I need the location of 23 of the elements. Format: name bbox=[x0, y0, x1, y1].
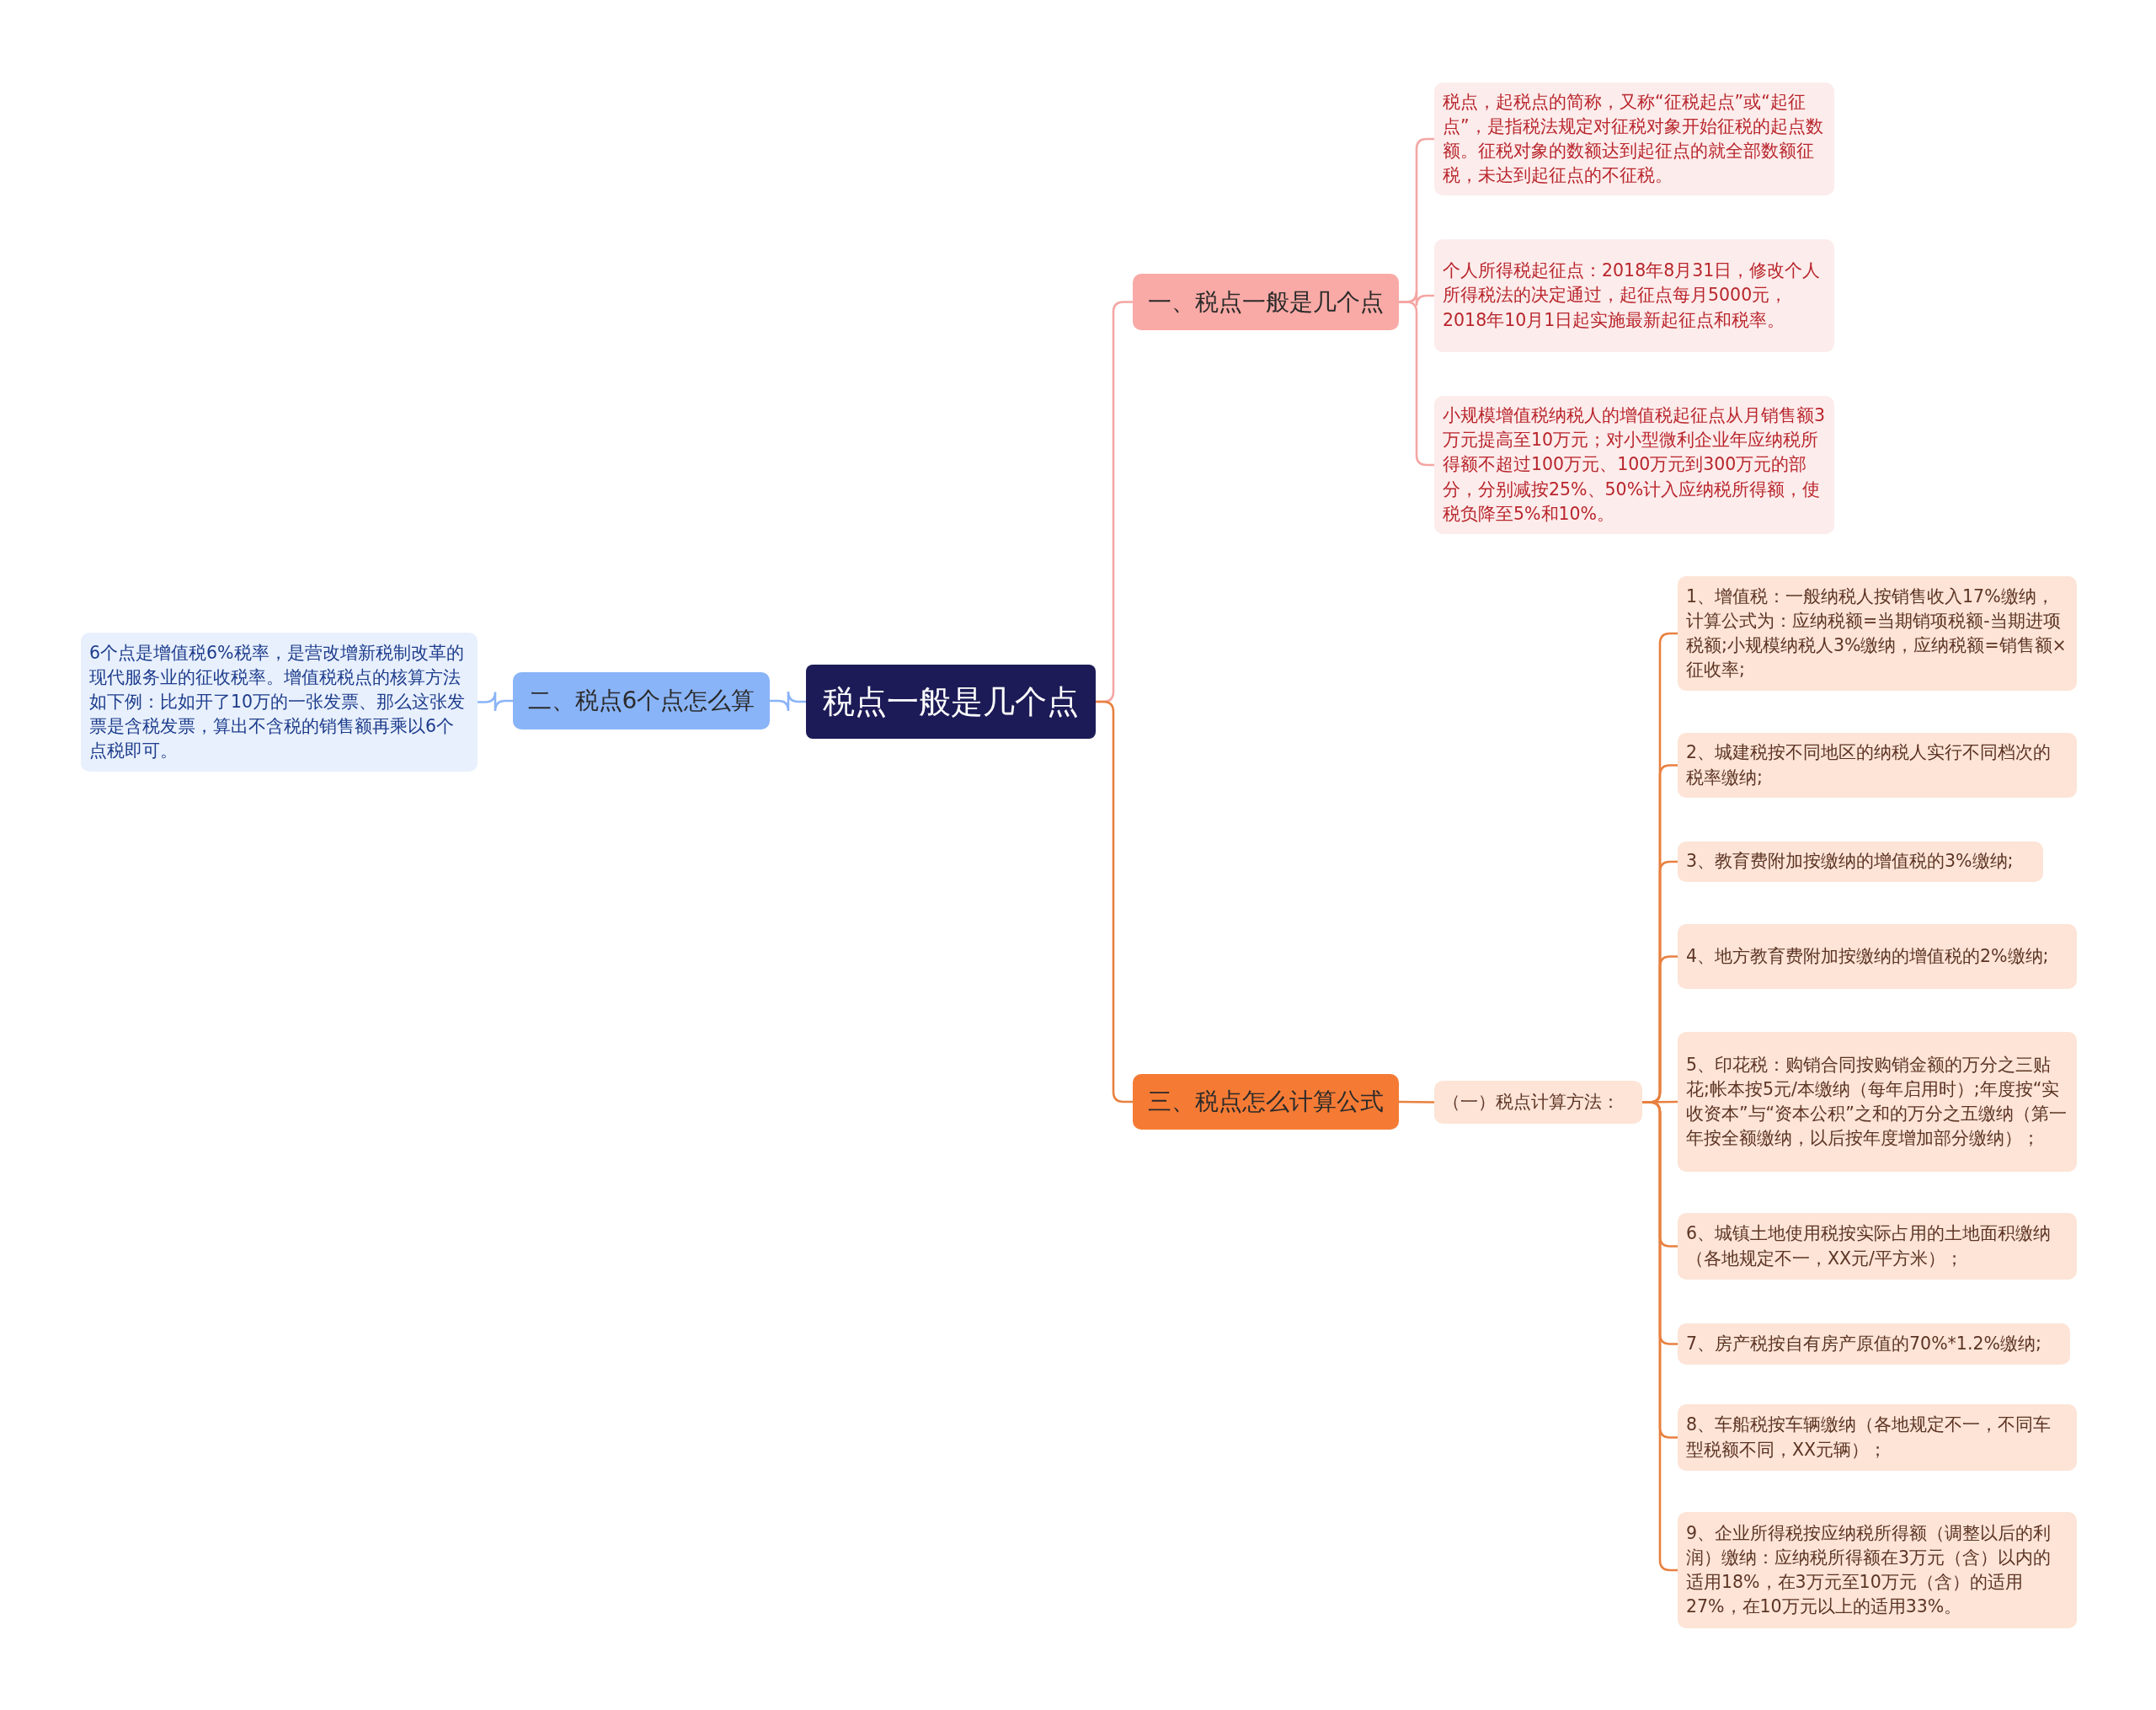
connector-line bbox=[1399, 301, 1434, 467]
note-box: 1、增值税：一般纳税人按销售收入17%缴纳，计算公式为：应纳税额=当期销项税额-当期进项税额;小规模纳税人3%缴纳，应纳税额=销售额×征收率; bbox=[1678, 576, 2077, 691]
central-topic-box: 税点一般是几个点 bbox=[806, 665, 1096, 739]
connector-line bbox=[478, 691, 513, 713]
note-box: 4、地方教育费附加按缴纳的增值税的2%缴纳; bbox=[1678, 924, 2077, 989]
note-box: 8、车船税按车辆缴纳（各地规定不一，不同车型税额不同，XX元辆）； bbox=[1678, 1404, 2077, 1471]
note-box: 6、城镇土地使用税按实际占用的土地面积缴纳（各地规定不一，XX元/平方米）； bbox=[1678, 1213, 2077, 1280]
connector-line bbox=[770, 690, 806, 713]
note-box: 小规模增值税纳税人的增值税起征点从月销售额3万元提高至10万元；对小型微利企业年应纳税所得额不超过100万元、100万元到300万元的部分，分别减按25%、50%计入应纳税所得额，使税负降至5%和10%。 bbox=[1434, 396, 1834, 534]
note-box: 税点，起税点的简称，又称“征税起点”或“起征点”，是指税法规定对征税对象开始征税的起点数额。征税对象的数额达到起征点的就全部数额征税，未达到起征点的不征税。 bbox=[1434, 83, 1834, 195]
note-box: 3、教育费附加按缴纳的增值税的3%缴纳; bbox=[1678, 842, 2043, 882]
note-box: 个人所得税起征点：2018年8月31日，修改个人所得税法的决定通过，起征点每月5000元，2018年10月1日起实施最新起征点和税率。 bbox=[1434, 239, 1834, 352]
branch-topic-box: 二、税点6个点怎么算 bbox=[513, 672, 770, 729]
connector-line bbox=[1399, 1100, 1434, 1103]
note-box: 2、城建税按不同地区的纳税人实行不同档次的税率缴纳; bbox=[1678, 733, 2077, 798]
connector-line bbox=[1096, 700, 1133, 1103]
note-box: 5、印花税：购销合同按购销金额的万分之三贴花;帐本按5元/本缴纳（每年启用时）;年度按“实收资本”与“资本公积”之和的万分之五缴纳（第一年按全额缴纳，以后按年度增加部分缴纳）； bbox=[1678, 1032, 2077, 1172]
branch-topic-box: 三、税点怎么计算公式 bbox=[1133, 1074, 1399, 1130]
note-box: 7、房产税按自有房产原值的70%*1.2%缴纳; bbox=[1678, 1323, 2070, 1365]
branch-topic-box: 一、税点一般是几个点 bbox=[1133, 274, 1399, 330]
note-box: 6个点是增值税6%税率，是营改增新税制改革的现代服务业的征收税率。增值税税点的核算方法如下例：比如开了10万的一张发票、那么这张发票是含税发票，算出不含税的销售额再乘以6个点税即可。 bbox=[81, 633, 478, 772]
subtopic-box: （一）税点计算方法： bbox=[1434, 1081, 1642, 1124]
note-box: 9、企业所得税按应纳税所得额（调整以后的利润）缴纳：应纳税所得额在3万元（含）以内的适用18%，在3万元至10万元（含）的适用27%，在10万元以上的适用33%。 bbox=[1678, 1512, 2077, 1628]
